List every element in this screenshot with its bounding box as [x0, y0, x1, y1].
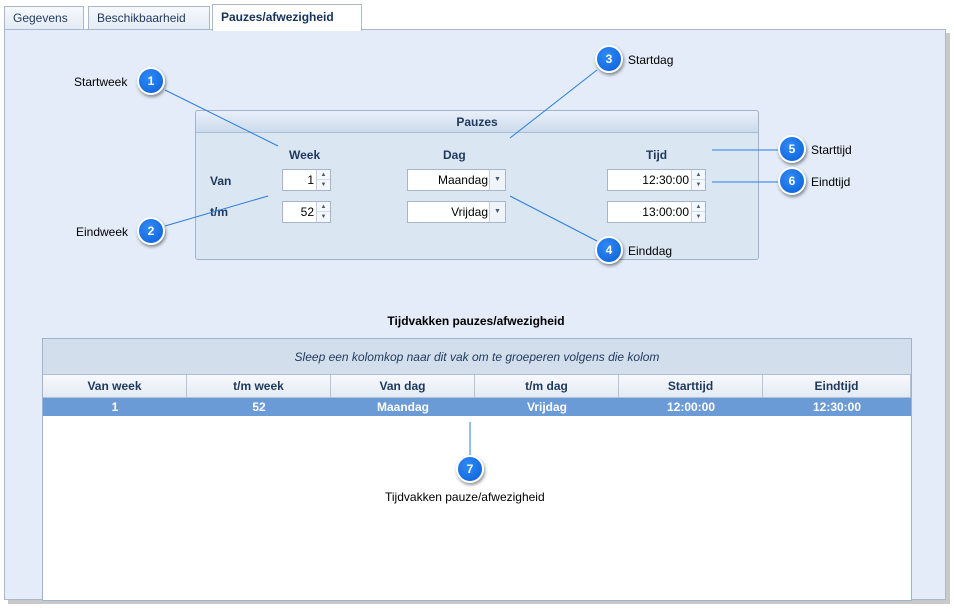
column-header-van-week[interactable]: Van week	[43, 375, 187, 398]
tm-tijd-value[interactable]: 13:00:00	[642, 205, 689, 219]
van-dag-dropdown[interactable]: Maandag ▼	[407, 169, 506, 191]
van-tijd-spin-buttons: ▲ ▼	[691, 170, 705, 190]
group-by-area[interactable]: Sleep een kolomkop naar dit vak om te gr…	[43, 339, 911, 375]
chevron-down-icon[interactable]: ▼	[489, 202, 505, 222]
tijd-column-header: Tijd	[646, 148, 668, 162]
callout-badge-5: 5	[778, 135, 806, 163]
chevron-down-icon[interactable]: ▼	[489, 170, 505, 190]
spin-up-arrow-icon[interactable]: ▲	[317, 202, 330, 212]
panel-shadow-right	[946, 33, 950, 604]
tab-content-panel: Pauzes Week Dag Tijd Van t/m 1 ▲ ▼ 52 ▲ …	[4, 29, 946, 601]
cell-van-dag[interactable]: Maandag	[376, 400, 429, 414]
tm-week-spinner[interactable]: 52 ▲ ▼	[282, 201, 331, 223]
table-row[interactable]: 1 52 Maandag Vrijdag 12:00:00 12:30:00	[43, 398, 911, 416]
spin-up-arrow-icon[interactable]: ▲	[692, 202, 705, 212]
week-column-header: Week	[289, 148, 321, 162]
dag-column-header: Dag	[443, 148, 466, 162]
pauzes-title: Pauzes	[196, 111, 758, 133]
column-header-tm-week[interactable]: t/m week	[187, 375, 331, 398]
tm-week-value[interactable]: 52	[300, 205, 314, 219]
callout-label-starttijd: Starttijd	[811, 143, 852, 157]
pauzes-groupbox: Pauzes Week Dag Tijd Van t/m 1 ▲ ▼ 52 ▲ …	[195, 110, 759, 260]
cell-van-week[interactable]: 1	[111, 400, 119, 414]
van-tijd-value[interactable]: 12:30:00	[642, 173, 689, 187]
pauzes-grid: Sleep een kolomkop naar dit vak om te gr…	[42, 338, 912, 601]
van-tijd-spinner[interactable]: 12:30:00 ▲ ▼	[607, 169, 706, 191]
spin-down-arrow-icon[interactable]: ▼	[320, 182, 327, 188]
tm-tijd-spin-buttons: ▲ ▼	[691, 202, 705, 222]
callout-badge-7: 7	[456, 455, 484, 483]
column-header-tm-dag[interactable]: t/m dag	[475, 375, 619, 398]
callout-badge-1: 1	[137, 67, 165, 95]
callout-label-eindtijd: Eindtijd	[811, 175, 851, 189]
tm-dag-dropdown[interactable]: Vrijdag ▼	[407, 201, 506, 223]
tab-beschikbaarheid[interactable]: Beschikbaarheid	[88, 6, 210, 30]
van-row-label: Van	[210, 174, 232, 188]
callout-label-startdag: Startdag	[628, 53, 674, 67]
spin-down-arrow-icon[interactable]: ▼	[695, 182, 702, 188]
column-header-eindtijd[interactable]: Eindtijd	[763, 375, 911, 398]
grid-column-headers: Van week t/m week Van dag t/m dag Startt…	[43, 375, 911, 398]
column-header-starttijd[interactable]: Starttijd	[619, 375, 763, 398]
callout-label-tijdvakken: Tijdvakken pauze/afwezigheid	[385, 490, 545, 504]
tm-tijd-spinner[interactable]: 13:00:00 ▲ ▼	[607, 201, 706, 223]
cell-tm-week[interactable]: 52	[252, 400, 266, 414]
cell-tm-dag[interactable]: Vrijdag	[526, 400, 567, 414]
panel-shadow-bottom	[8, 600, 950, 604]
table-title: Tijdvakken pauzes/afwezigheid	[387, 314, 565, 328]
callout-label-startweek: Startweek	[74, 75, 128, 89]
tab-gegevens[interactable]: Gegevens	[4, 6, 84, 30]
van-week-spinner[interactable]: 1 ▲ ▼	[282, 169, 331, 191]
callout-label-einddag: Einddag	[628, 244, 673, 258]
cell-starttijd[interactable]: 12:00:00	[666, 400, 716, 414]
tm-week-spin-buttons: ▲ ▼	[316, 202, 330, 222]
cell-eindtijd[interactable]: 12:30:00	[812, 400, 862, 414]
spin-up-arrow-icon[interactable]: ▲	[317, 170, 330, 180]
van-week-value[interactable]: 1	[307, 173, 314, 187]
spin-up-arrow-icon[interactable]: ▲	[692, 170, 705, 180]
tm-row-label: t/m	[210, 205, 228, 219]
spin-down-arrow-icon[interactable]: ▼	[320, 214, 327, 220]
tm-dag-value[interactable]: Vrijdag	[451, 205, 488, 219]
callout-label-eindweek: Eindweek	[76, 225, 129, 239]
tab-pauzes-afwezigheid[interactable]: Pauzes/afwezigheid	[212, 4, 362, 31]
callout-badge-6: 6	[778, 167, 806, 195]
callout-badge-4: 4	[595, 236, 623, 264]
callout-badge-3: 3	[595, 45, 623, 73]
callout-badge-2: 2	[137, 217, 165, 245]
van-week-spin-buttons: ▲ ▼	[316, 170, 330, 190]
spin-down-arrow-icon[interactable]: ▼	[695, 214, 702, 220]
van-dag-value[interactable]: Maandag	[437, 173, 488, 187]
column-header-van-dag[interactable]: Van dag	[331, 375, 475, 398]
